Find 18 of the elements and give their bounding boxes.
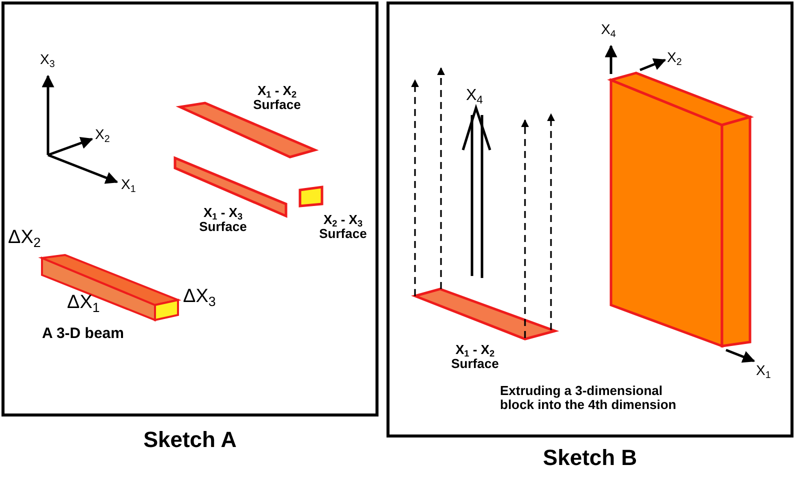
axis-label: X$_{1}$ [756,363,772,378]
dimension-label: ΔX$_{1}$ [67,293,101,313]
surface-label: X$_{1}$ - X$_{2}$ Surface [450,343,500,370]
axis-label: X$_{2}$ [667,50,683,65]
caption-text: A 3-D beam [42,326,125,342]
axis-label: X$_{3}$ [40,52,56,67]
axis-label: X$_{4}$ [466,88,484,105]
axis-label: X$_{4}$ [601,22,617,37]
sketch-title: Sketch A [142,428,238,452]
surface-label: X$_{2}$ - X$_{3}$ Surface [318,213,368,240]
dimension-label: ΔX$_{3}$ [183,287,217,307]
sketch-title: Sketch B [542,446,638,470]
caption-text: Extruding a 3-dimensional block into the 4th dimension [500,384,678,412]
surface-label: X$_{1}$ - X$_{2}$ Surface [252,84,302,112]
dimension-label: ΔX$_{2}$ [8,228,42,248]
axis-label: X$_{1}$ [121,177,137,192]
surface-label: X$_{1}$ - X$_{3}$ Surface [198,206,248,234]
axis-label: X$_{2}$ [95,127,111,142]
